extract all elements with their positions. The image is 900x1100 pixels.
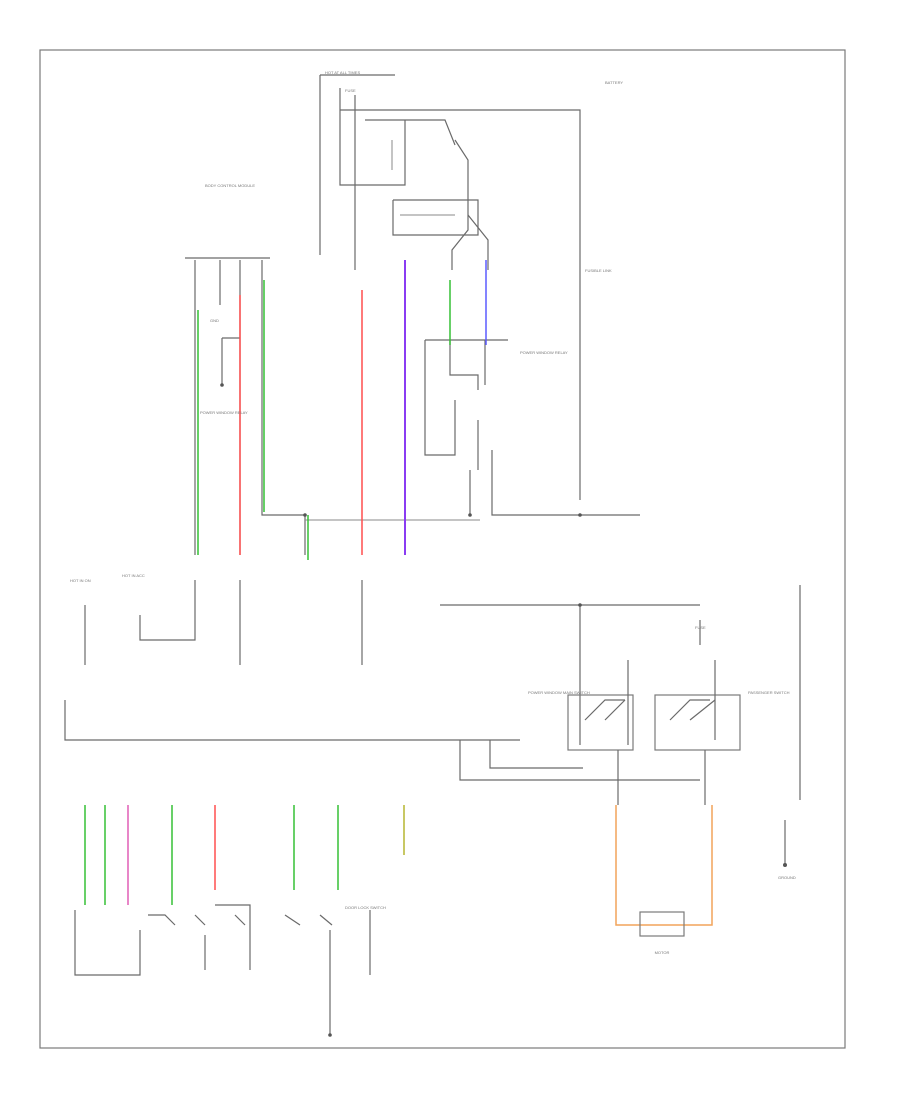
relay-1-label: POWER WINDOW RELAY (200, 410, 248, 415)
ecu-connector-block (185, 257, 306, 555)
hot-in-on-label: HOT IN ON (70, 578, 91, 583)
power-window-relay-label: POWER WINDOW RELAY (520, 350, 568, 355)
fuse-top-label: FUSE (345, 88, 356, 93)
power-window-main-switch-label: POWER WINDOW MAIN SWITCH (528, 690, 590, 695)
fuse-small-label: FUSE (695, 625, 706, 630)
middle-connectors (64, 580, 801, 800)
hot-at-all-times-label: HOT AT ALL TIMES (325, 70, 361, 75)
battery-label: BATTERY (605, 80, 624, 85)
wire-orange (615, 805, 713, 926)
ecu-block-title: BODY CONTROL MODULE (204, 183, 256, 188)
door-lock-switch-label: DOOR LOCK SWITCH (345, 905, 386, 910)
colored-wires (84, 260, 713, 926)
passenger-switch-label: PASSENGER SWITCH (748, 690, 790, 695)
hot-in-acc-label: HOT IN ACC (122, 573, 145, 578)
junctions (220, 383, 787, 1037)
motor-label: MOTOR (654, 950, 670, 955)
fusible-link-label: FUSIBLE LINK (585, 268, 612, 273)
ground-top-label: GND (210, 318, 219, 323)
ground-label: GROUND (778, 875, 796, 880)
top-power-section (319, 74, 581, 500)
bottom-switches (74, 820, 786, 1035)
diagram-frame (39, 49, 846, 1049)
relay-block (305, 339, 640, 521)
window-switches (567, 660, 741, 937)
